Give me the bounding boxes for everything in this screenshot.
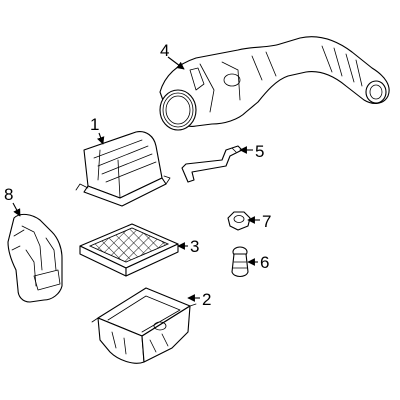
callout-3: 3 — [190, 237, 199, 256]
callout-4: 4 — [160, 41, 169, 60]
callout-2-group: 2 — [187, 290, 211, 309]
callout-8: 8 — [4, 185, 13, 204]
callout-6-group: 6 — [247, 253, 269, 272]
part-5-bracket — [181, 145, 243, 183]
callout-5-group: 5 — [239, 142, 264, 161]
part-3-air-filter — [79, 223, 179, 277]
part-8-side-duct — [7, 213, 63, 303]
callout-5: 5 — [255, 142, 264, 161]
part-1-air-cleaner-cover — [75, 131, 171, 207]
part-4-air-intake-duct — [159, 36, 390, 131]
callout-7: 7 — [262, 212, 271, 231]
callout-4-group: 4 — [160, 41, 185, 70]
callout-3-group: 3 — [177, 237, 199, 256]
callout-6: 6 — [260, 253, 269, 272]
part-6-grommet — [231, 246, 249, 278]
part-7-nut — [227, 211, 251, 231]
callout-1: 1 — [90, 115, 99, 134]
callout-1-group: 1 — [90, 115, 105, 145]
part-2-lower-housing — [91, 287, 197, 364]
callout-2: 2 — [202, 290, 211, 309]
callout-8-group: 8 — [4, 185, 21, 217]
callout-7-group: 7 — [247, 212, 271, 231]
